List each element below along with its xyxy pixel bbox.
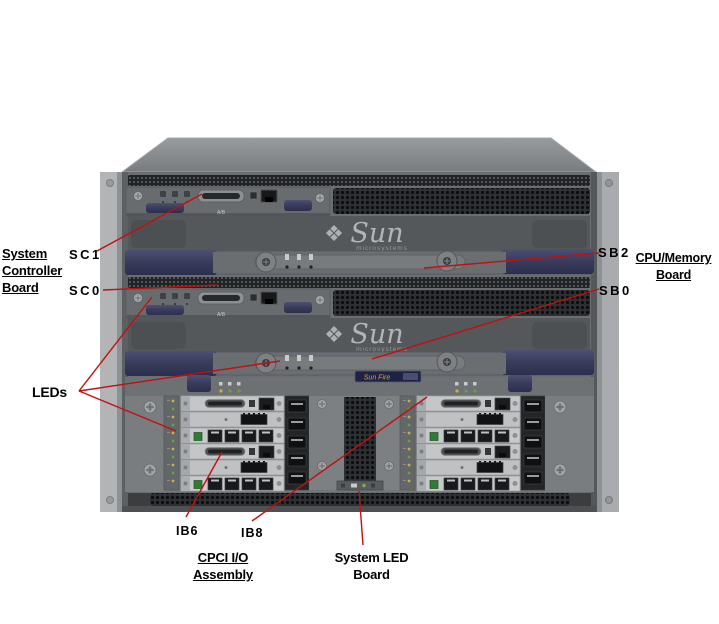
ib6-power-module xyxy=(284,395,310,491)
label-line: CPU/Memory xyxy=(635,251,712,265)
bottom-vent-end-left xyxy=(128,493,150,506)
ib8-power-module xyxy=(520,395,546,491)
label-line: Board xyxy=(353,567,390,582)
server-chassis: A/B A/B xyxy=(100,137,619,512)
left-led-cluster xyxy=(219,382,241,393)
system-led-board-strip xyxy=(336,480,384,491)
callout-line-sb2 xyxy=(423,252,600,269)
label-line: Controller xyxy=(2,263,63,278)
label-leds: LEDs xyxy=(32,384,67,400)
label-line: Board xyxy=(655,268,692,282)
callout-line-sc0 xyxy=(102,284,219,291)
chassis-bottom-edge xyxy=(122,506,597,512)
label-sb2: SB2 xyxy=(598,245,631,260)
label-sc0: SC0 xyxy=(69,283,102,298)
label-cpci-io-assembly: CPCI I/O Assembly xyxy=(167,549,279,583)
callout-line-sb0 xyxy=(371,288,600,360)
vent-strip-top xyxy=(128,175,590,186)
right-rack-flange xyxy=(597,172,619,512)
ib6-led-column xyxy=(163,395,180,491)
right-ejector-lever xyxy=(508,375,532,392)
callout-line-ib6 xyxy=(185,451,223,518)
label-ib6: IB6 xyxy=(176,524,199,538)
left-ejector-lever xyxy=(187,375,211,392)
sc0-side-vent xyxy=(333,290,590,316)
sunfire-badge-text: Sun Fire xyxy=(364,375,391,382)
sc1-port-label: A/B xyxy=(217,210,226,216)
chassis-top-lid xyxy=(120,137,598,173)
vent-strip-mid xyxy=(128,277,590,288)
brand-panel-lower xyxy=(128,318,590,353)
callout-line-leds-upper xyxy=(78,296,153,392)
callout-line-leds-middle xyxy=(78,360,281,392)
face-left-shade xyxy=(122,172,128,512)
label-line: Board xyxy=(2,280,39,295)
callout-line-system-led-board xyxy=(358,490,364,546)
label-sc1: SC1 xyxy=(69,247,102,262)
label-line: CPCI I/O xyxy=(197,550,249,565)
callout-line-ib8 xyxy=(251,396,428,522)
face-right-shade xyxy=(591,172,597,512)
callout-line-sc1 xyxy=(96,193,203,252)
label-system-led-board: System LED Board xyxy=(314,549,429,583)
sc1-side-vent xyxy=(333,188,590,214)
badge-strip: Sun Fire xyxy=(125,370,594,396)
label-line: System LED xyxy=(334,550,409,565)
label-cpu-memory-board: CPU/Memory Board xyxy=(628,250,719,284)
left-rack-flange xyxy=(100,172,122,512)
center-divider xyxy=(309,396,401,491)
label-system-controller-board: System Controller Board xyxy=(2,245,62,296)
sc1-board xyxy=(125,186,331,217)
sc0-board xyxy=(125,288,331,319)
label-line: Assembly xyxy=(193,567,253,582)
sb2-board xyxy=(124,248,595,276)
label-ib8: IB8 xyxy=(241,526,264,540)
label-line: System xyxy=(2,246,48,261)
brand-panel-upper xyxy=(128,216,590,252)
right-led-cluster xyxy=(455,382,477,393)
callout-line-leds-lower xyxy=(78,390,177,432)
sunfire-badge: Sun Fire xyxy=(354,370,422,383)
io-right-column xyxy=(545,396,594,492)
callout-lines xyxy=(78,193,600,546)
bottom-vent-end-right xyxy=(570,493,591,506)
sc0-port-label: A/B xyxy=(217,312,226,318)
label-sb0: SB0 xyxy=(599,283,632,298)
